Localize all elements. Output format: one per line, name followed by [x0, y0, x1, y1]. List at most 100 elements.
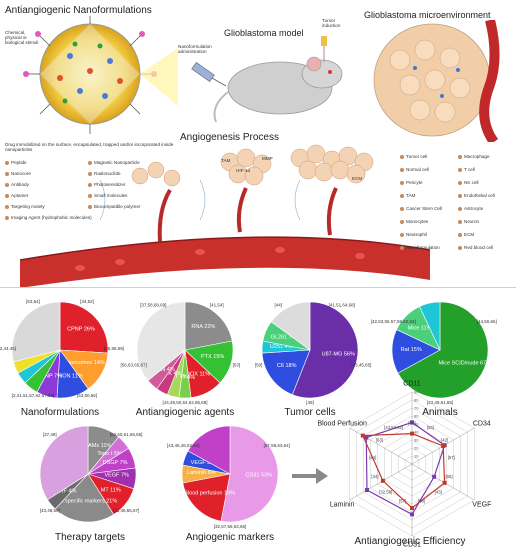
legend-dot-icon	[88, 172, 92, 176]
reference-annotation: [57,58,63,64]	[264, 443, 290, 448]
reference-annotation: [43,45,65]	[351, 363, 371, 368]
radar-reference-label: [58]	[418, 498, 425, 503]
pie-slice	[182, 473, 231, 522]
pie-slice	[419, 301, 441, 351]
legend-item: Radionuclide	[88, 171, 121, 176]
reference-annotation: [41,51,64,68]	[329, 302, 355, 307]
legend-item: Imaging Agent (hydrophobic molecules)	[5, 215, 92, 220]
pie-chart: CPNP 26%Liposomes 14%SPION 11%LNP 7%[34,…	[0, 299, 124, 399]
legend-dot-icon	[88, 205, 92, 209]
legend-item: Monocytes	[400, 219, 428, 224]
radar-point	[364, 435, 369, 440]
reference-annotation: [34,52]	[80, 299, 94, 304]
legend-dot-icon	[5, 216, 9, 220]
reference-annotation: [56,63,65,67]	[121, 363, 147, 368]
radar-axis-label: CD31	[403, 542, 421, 549]
pie-slice	[184, 301, 233, 351]
legend-dot-icon	[458, 207, 462, 211]
legend-item: Antibody	[5, 182, 29, 187]
slice-label: Mice SCID/nude 67%	[438, 361, 491, 367]
slice-label: RNA 22%	[191, 324, 215, 330]
slice-label: Liposomes 14%	[66, 360, 105, 366]
radar-reference-label: [55]	[445, 474, 452, 479]
glioblastoma-model-title: Glioblastoma model	[224, 28, 304, 38]
pie-chart: RNA 22%PTX 15%DOX 11%CPT 4%TPT 4%DTX 4%I…	[121, 301, 241, 405]
legend-item: Red blood cell	[458, 245, 493, 250]
mouse-illustration	[213, 36, 343, 123]
pie-slice	[39, 425, 89, 501]
chart-label-tumor-cells: Tumor cells	[284, 407, 336, 418]
legend-dot-icon	[400, 155, 404, 159]
legend-dot-icon	[5, 183, 9, 187]
radar-tick-label: 30	[414, 438, 419, 443]
slice-label: DSGP 7%	[103, 460, 128, 466]
slice-label: GL261 7%	[271, 335, 297, 341]
reference-annotation: [63,64]	[26, 299, 40, 304]
pie-chart: Mice SCID/nude 67%Rat 15%Mice 11%[44,50,…	[371, 301, 497, 405]
nanoformulations-title: Antiangiogenic Nanoformulations	[5, 5, 152, 16]
tam-label: TAM	[221, 158, 231, 163]
pie-chart: U87-MG 56%C6 18%U251 4%GL261 7%[41,51,64…	[255, 301, 371, 405]
slice-label: CD31 53%	[245, 473, 272, 479]
legend-dot-icon	[400, 194, 404, 198]
microenvironment-title: Glioblastoma microenvironment	[364, 10, 491, 20]
legend-item: Small molecules	[88, 193, 127, 198]
reference-annotation: [53]	[233, 363, 241, 368]
legend-item: Tumor cell	[400, 154, 427, 159]
slice-label: Blood perfusion 19%	[184, 490, 235, 496]
pie-slice	[136, 301, 186, 382]
chart-label-antiangiogenic-agents: Antiangiogenic agents	[135, 407, 235, 418]
radar-tick-label: 20	[414, 446, 419, 451]
radar-axis	[349, 427, 413, 465]
section-divider	[0, 287, 516, 288]
chart-label-animals: Animals	[422, 407, 458, 418]
reference-annotation: [37,58,68,69]	[140, 302, 166, 307]
reference-annotation: [44,48,50,54,62,66,69]	[162, 400, 207, 405]
legend-dot-icon	[458, 168, 462, 172]
legend-dot-icon	[458, 194, 462, 198]
slice-label: C6 18%	[277, 363, 297, 369]
legend-dot-icon	[400, 181, 404, 185]
legend-dot-icon	[88, 183, 92, 187]
legend-item: ECM	[458, 232, 474, 237]
ecm-label: ECM	[352, 176, 363, 181]
legend-dot-icon	[458, 155, 462, 159]
radar-point	[441, 444, 446, 448]
radar-reference-label: [57]	[399, 498, 406, 503]
reference-annotation: [44]	[275, 302, 283, 307]
legend-item: Nanoformulation	[400, 245, 440, 250]
chart-label-therapy-targets: Therapy targets	[54, 532, 126, 543]
radar-point	[410, 506, 414, 510]
pie-slice	[397, 301, 489, 399]
microenvironment-illustration	[373, 20, 500, 142]
stimuli-label: Chemical, physical or biological stimuli	[5, 30, 39, 45]
reference-annotation: [43,49,61,65]	[427, 400, 453, 405]
slice-label: PTX 15%	[201, 354, 224, 360]
pie-chart: CD31 53%Blood perfusion 19%Laminin 6%VEG…	[167, 425, 290, 529]
slice-label: IRN 4%	[156, 367, 175, 373]
angiogenesis-illustration	[19, 144, 431, 287]
legend-item: Normal cell	[400, 167, 429, 172]
reference-annotation: [43,45,46,52,62]	[167, 443, 200, 448]
radar-reference-label: [32]	[408, 420, 415, 425]
radar-tick-label: 40	[414, 430, 419, 435]
radar-tick-label: 70	[414, 406, 419, 411]
legend-dot-icon	[458, 233, 462, 237]
hif1a-label: HIF-1α	[236, 168, 251, 173]
angiogenesis-title: Angiogenesis Process	[180, 132, 279, 143]
slice-label: CPNP 26%	[67, 326, 95, 332]
legend-dot-icon	[400, 246, 404, 250]
reference-annotation: [43,48,59]	[40, 508, 60, 513]
radar-tick-label: 90	[414, 390, 419, 395]
legend-dot-icon	[88, 161, 92, 165]
legend-item: Biocompatible polymer	[88, 204, 140, 209]
legend-dot-icon	[458, 246, 462, 250]
legend-item: Targeting moiety	[5, 204, 45, 209]
charts-area: CPNP 26%Liposomes 14%SPION 11%LNP 7%[34,…	[0, 299, 497, 549]
pie-slice	[11, 301, 61, 363]
slice-label: VEGF 7%	[104, 473, 129, 479]
legend-item: TAM	[400, 193, 415, 198]
legend-item: T cell	[458, 167, 475, 172]
radar-axis	[349, 463, 413, 501]
